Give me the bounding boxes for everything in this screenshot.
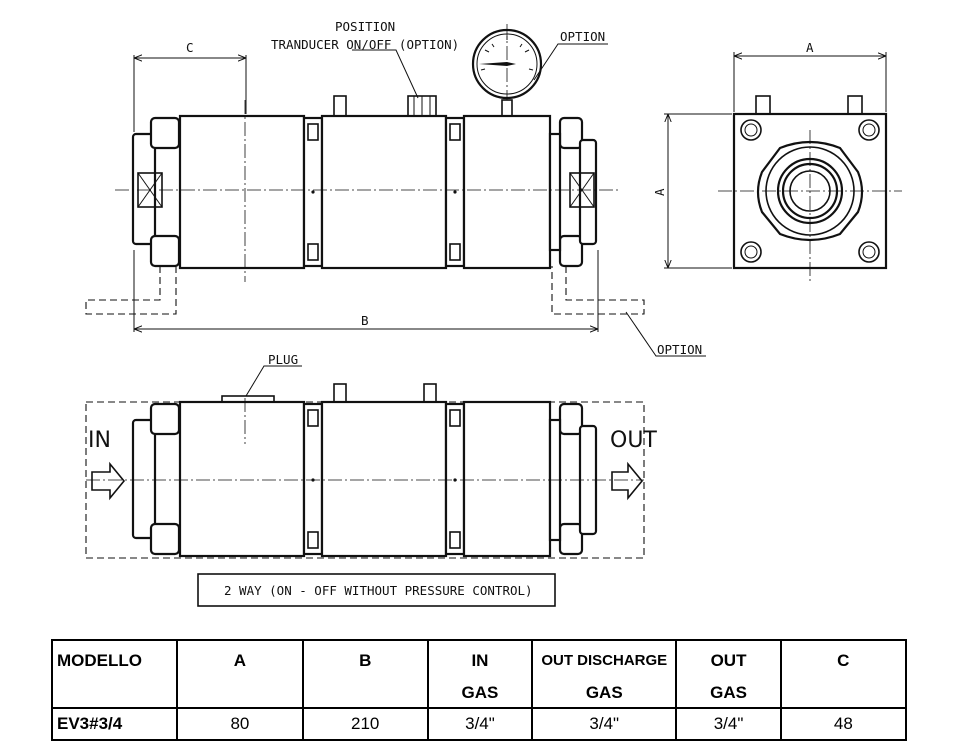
front-view-top <box>85 24 706 357</box>
caption-text: 2 WAY (ON - OFF WITHOUT PRESSURE CONTROL… <box>224 583 533 598</box>
header-b: B <box>301 639 429 709</box>
label-transducer: TRANDUCER ON/OFF (OPTION) <box>271 37 459 52</box>
dimension-c-label: C <box>186 40 194 55</box>
label-option-gauge: OPTION <box>560 29 605 44</box>
label-plug: PLUG <box>268 352 298 367</box>
cell-b: 210 <box>301 707 429 741</box>
side-view <box>664 52 902 282</box>
label-out: OUT <box>610 428 657 453</box>
cell-a: 80 <box>176 707 304 741</box>
label-option-pipe: OPTION <box>657 342 702 357</box>
dimension-a-top-label: A <box>806 40 814 55</box>
cell-c: 48 <box>779 707 908 741</box>
dimension-a-side-label: A <box>652 188 667 196</box>
cell-model: EV3#3/4 <box>50 707 179 741</box>
header-modello: MODELLO <box>50 639 179 709</box>
label-position: POSITION <box>335 19 395 34</box>
header-c: C <box>779 639 908 709</box>
cell-out-gas: 3/4" <box>675 707 782 741</box>
front-view-bottom <box>85 365 645 607</box>
caption-box <box>197 573 556 607</box>
dimension-b-label: B <box>361 313 369 328</box>
cell-in-gas: 3/4" <box>426 707 534 741</box>
technical-drawing: POSITION TRANDUCER ON/OFF (OPTION) OPTIO… <box>85 19 902 607</box>
table-row: EV3#3/4 80 210 3/4" 3/4" 3/4" 48 <box>50 707 908 741</box>
header-a: A <box>176 639 304 709</box>
cell-out-discharge-gas: 3/4" <box>531 707 678 741</box>
label-in: IN <box>88 428 111 453</box>
